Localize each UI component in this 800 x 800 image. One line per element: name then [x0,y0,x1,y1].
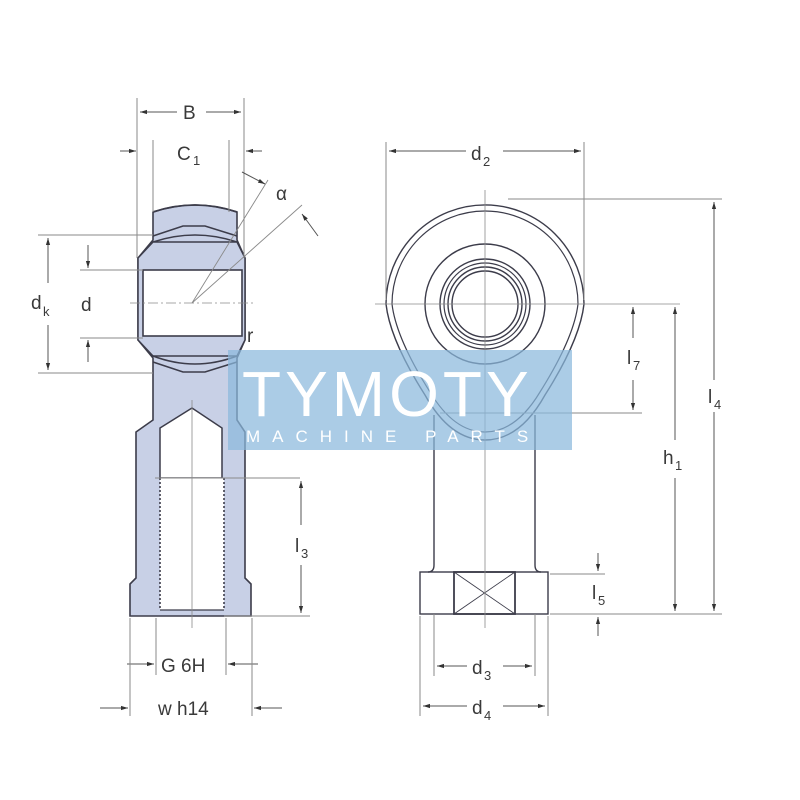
label-l4: l [708,387,712,408]
watermark: TYMOTY MACHINE PARTS [228,350,572,450]
label-l3-sub: 3 [301,546,308,561]
label-l7-sub: 7 [633,358,640,373]
label-d2-sub: 2 [483,154,490,169]
label-C1-sub: 1 [193,153,200,168]
label-r: r [247,326,254,347]
label-d4-sub: 4 [484,708,491,723]
label-d: d [81,295,92,316]
label-B: B [183,103,196,124]
label-d2: d [471,144,482,165]
label-l5: l [592,583,596,604]
side-view: B C 1 α d k d r l 3 [31,98,319,720]
label-l3: l [295,536,299,557]
label-l4-sub: 4 [714,397,721,412]
label-C1: C [177,144,191,165]
label-h1: h [663,448,674,469]
watermark-tagline: MACHINE PARTS [246,427,540,446]
front-view: d 2 l 4 h 1 l 7 l 5 d 3 [375,142,722,723]
label-dk-sub: k [43,304,50,319]
label-l7: l [627,348,631,369]
label-d3-sub: 3 [484,668,491,683]
label-h1-sub: 1 [675,458,682,473]
watermark-brand: TYMOTY [242,358,533,430]
label-G-6H: G 6H [161,656,205,677]
label-d4: d [472,698,483,719]
label-dk: d [31,293,42,314]
label-d3: d [472,658,483,679]
label-w-h14: w h14 [157,699,209,720]
label-l5-sub: 5 [598,593,605,608]
label-alpha: α [276,184,287,205]
